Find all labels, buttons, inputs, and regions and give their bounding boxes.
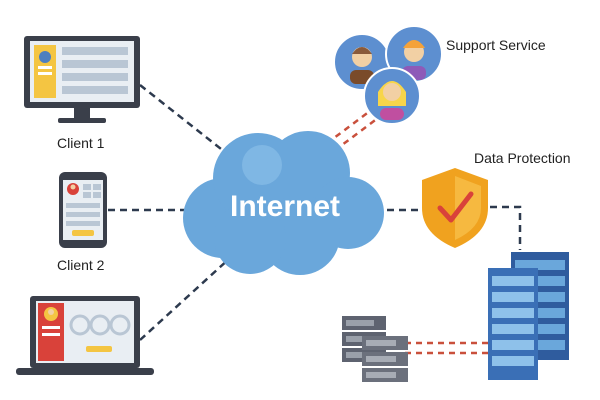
- internet-label: Internet: [229, 190, 340, 223]
- laptop-icon: [16, 296, 154, 375]
- shield-check-icon: [422, 168, 488, 248]
- smartphone-icon: [59, 172, 107, 248]
- data-protection-label: Data Protection: [474, 150, 571, 166]
- edge-client1-internet: [139, 84, 236, 161]
- support-service-label: Support Service: [446, 37, 546, 53]
- support-people-icon: [333, 25, 443, 125]
- client-2-label: Client 2: [57, 257, 105, 273]
- edge-dataprotection-servers: [490, 205, 522, 250]
- desktop-monitor-icon: [24, 36, 140, 123]
- internet-cloud-icon: [183, 131, 384, 275]
- server-rack-icon: [342, 252, 569, 382]
- client-1-label: Client 1: [57, 135, 105, 151]
- edge-client3-internet: [139, 257, 231, 341]
